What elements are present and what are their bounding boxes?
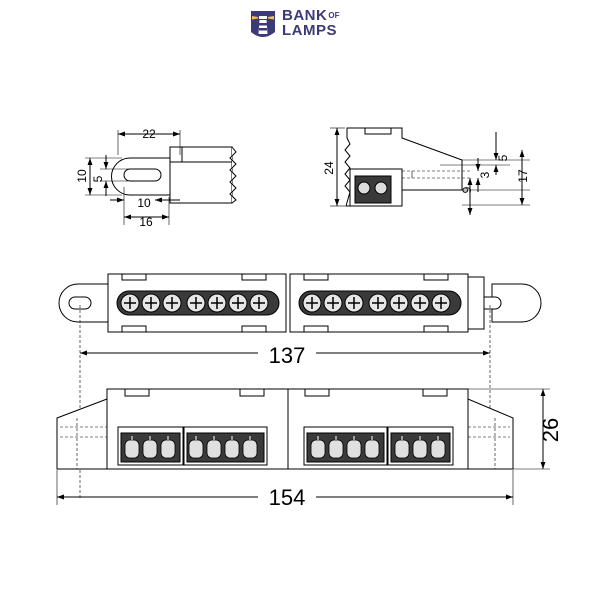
screw-icon	[186, 293, 206, 313]
logo-word-bank: BANK	[282, 7, 328, 24]
screw-icon	[162, 293, 182, 313]
lighthouse-icon	[251, 11, 275, 37]
dim-tab-height-outer: 10	[75, 169, 89, 183]
terminal-hole-icon	[124, 436, 140, 459]
terminal-hole-icon	[242, 436, 258, 459]
screw-icon	[120, 293, 140, 313]
dim-tab-slot-height: 5	[91, 175, 105, 182]
screw-icon	[228, 293, 248, 313]
top-view-screws	[120, 293, 451, 313]
terminal-hole-icon	[346, 436, 362, 459]
front-view-terminals	[124, 436, 446, 459]
terminal-hole-icon	[160, 436, 176, 459]
dim-side-slot-b: 9	[460, 186, 474, 193]
terminal-hole-icon	[206, 436, 222, 459]
logo-word-of: OF	[328, 11, 340, 20]
dim-tab-length: 16	[139, 215, 153, 229]
dim-overall-height: 26	[538, 418, 563, 442]
dim-hole-spacing: 137	[269, 343, 306, 368]
terminal-hole-icon	[328, 436, 344, 459]
terminal-hole-icon	[364, 436, 380, 459]
terminal-hole-icon	[310, 436, 326, 459]
screw-icon	[344, 293, 364, 313]
screw-icon	[431, 293, 451, 313]
screw-icon	[389, 293, 409, 313]
terminal-hole-icon	[394, 436, 410, 459]
screw-icon	[207, 293, 227, 313]
terminal-hole-icon	[224, 436, 240, 459]
tab-detail-view	[85, 130, 237, 225]
front-view	[56, 388, 514, 470]
screw-icon	[249, 293, 269, 313]
logo-word-lamps: LAMPS	[282, 22, 337, 39]
screw-icon	[141, 293, 161, 313]
dim-overall-length: 154	[269, 485, 306, 510]
terminal-hole-icon	[188, 436, 204, 459]
screw-icon	[410, 293, 430, 313]
dim-tab-slot-width: 10	[137, 196, 151, 210]
screw-icon	[323, 293, 343, 313]
bank-of-lamps-logo: BANKOF LAMPS	[248, 8, 352, 42]
side-profile-view	[330, 127, 530, 215]
dim-side-total: 17	[516, 169, 530, 183]
screw-icon	[368, 293, 388, 313]
dim-side-slot-a: 3	[478, 171, 492, 178]
dim-side-top-offset: 5	[496, 154, 510, 161]
dim-side-height: 24	[322, 161, 336, 175]
dim-tab-width: 22	[142, 127, 156, 141]
terminal-hole-icon	[142, 436, 158, 459]
screw-icon	[302, 293, 322, 313]
terminal-hole-icon	[430, 436, 446, 459]
terminal-hole-icon	[412, 436, 428, 459]
